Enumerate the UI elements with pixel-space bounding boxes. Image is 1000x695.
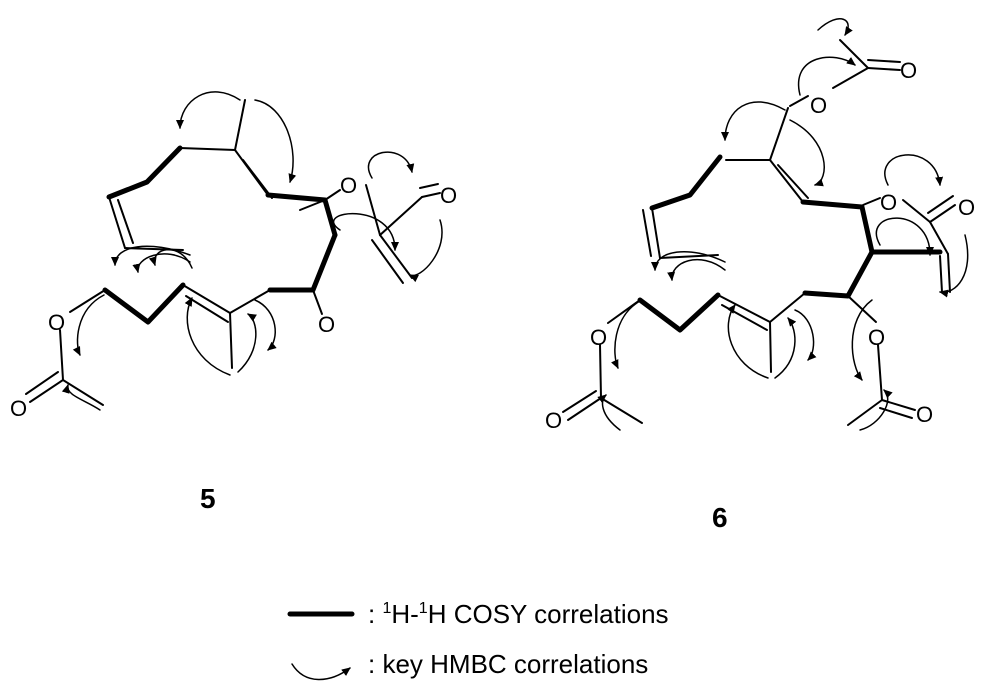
legend-hmbc-text: : key HMBC correlations xyxy=(368,649,648,679)
cosy-bonds-6 xyxy=(637,154,943,333)
compound-label-6: 6 xyxy=(712,502,728,533)
compound-label-5: 5 xyxy=(200,483,216,514)
atom-o-acetyl-top-6: O xyxy=(900,58,917,83)
legend-cosy-prefix: : xyxy=(368,599,382,629)
atom-o-carbonyl-5: O xyxy=(440,183,457,208)
atom-o-hydroxyl-5: O xyxy=(318,312,335,337)
atom-o-acetyl-right-6: O xyxy=(916,402,933,427)
atom-o-acetyl-5: O xyxy=(10,396,27,421)
legend-cosy-rest: H COSY correlations xyxy=(428,599,669,629)
skeleton-bonds-5 xyxy=(25,99,441,406)
atom-o-acetyl-left-6: O xyxy=(545,408,562,433)
atom-o-lactone-5: O xyxy=(340,173,357,198)
hmbc-arrows-6 xyxy=(597,18,969,431)
atom-o-ester-top-6: O xyxy=(810,93,827,118)
legend-cosy-sup2: 1 xyxy=(419,600,428,617)
legend: : 1H-1H COSY correlations : key HMBC cor… xyxy=(287,599,669,681)
legend-cosy-text: : 1H-1H COSY correlations xyxy=(368,599,669,629)
atom-o-lactone-6: O xyxy=(880,190,897,215)
legend-hmbc-arrow-sample xyxy=(291,663,351,681)
atom-o-ester-left-6: O xyxy=(590,325,607,350)
cosy-bonds-5 xyxy=(102,145,338,325)
atom-o-ester-right-6: O xyxy=(868,325,885,350)
skeleton-bonds-6 xyxy=(562,39,956,426)
hmbc-arrows-5 xyxy=(61,91,443,411)
legend-cosy-sup1: 1 xyxy=(382,600,391,617)
atom-o-ester-5: O xyxy=(48,310,65,335)
structure-compound-5: O O O O O 5 xyxy=(10,91,457,514)
atom-o-carbonyl-6: O xyxy=(958,195,975,220)
structure-compound-6: O O O O O O O O 6 xyxy=(545,18,975,533)
legend-cosy-mid: H- xyxy=(391,599,418,629)
